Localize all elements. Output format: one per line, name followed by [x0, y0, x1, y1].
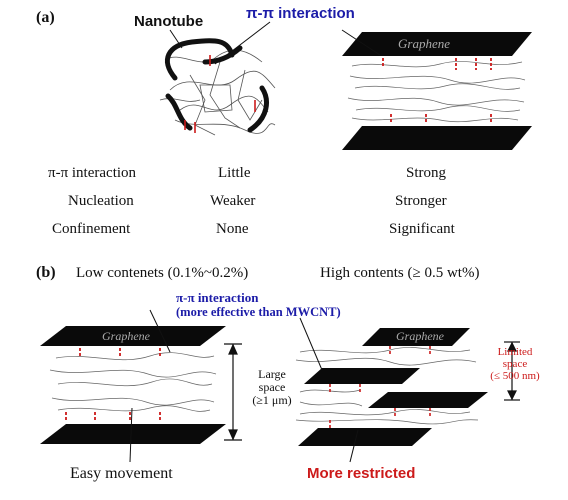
- leader-lines-a: [169, 21, 381, 65]
- limited-space-line: (≤ 500 nm): [490, 370, 540, 382]
- graphene-sheet-top-b-left: [40, 326, 226, 346]
- graphene-sheet-top-a: [342, 32, 532, 56]
- polymer-chains-a: [347, 61, 526, 123]
- large-space-line: Large: [258, 367, 286, 381]
- large-space-arrow: [224, 343, 242, 441]
- pi-interaction-label-b: π-π interaction: [176, 290, 259, 305]
- graphene-label-b-left: Graphene: [102, 329, 150, 343]
- table-row-property: π-π interaction: [48, 165, 137, 181]
- pi-interaction-label-a: π-π interaction: [246, 5, 355, 22]
- graphene-label-a: Graphene: [398, 36, 450, 51]
- nanotube-network: [159, 49, 276, 136]
- limited-space-line: space: [502, 358, 528, 370]
- graphene-sheet-b-right-4: [298, 428, 432, 446]
- leader-pi-b: [149, 309, 171, 353]
- graphene-sheet-b-right-1: [362, 328, 470, 346]
- more-restricted-label: More restricted: [307, 465, 416, 482]
- high-content-heading: High contents (≥ 0.5 wt%): [320, 265, 480, 281]
- pi-markers-b-right: [329, 346, 431, 428]
- nanotube-label: Nanotube: [134, 13, 204, 30]
- table-row-low: Weaker: [210, 193, 256, 209]
- large-space-label: Large space (≥1 μm): [244, 368, 300, 407]
- low-content-heading: Low contenets (0.1%~0.2%): [76, 265, 249, 281]
- table-row-high: Strong: [406, 165, 447, 181]
- limited-space-arrow: [504, 341, 520, 401]
- pi-interaction-note: (more effective than MWCNT): [176, 305, 341, 319]
- panel-b-label: (b): [36, 264, 56, 281]
- large-space-line: (≥1 μm): [252, 393, 292, 407]
- panel-a-label: (a): [36, 9, 55, 26]
- leader-easy: [129, 407, 133, 463]
- leader-pi-b-right: [299, 317, 323, 371]
- graphene-sheet-b-right-2: [304, 368, 420, 384]
- large-space-line: space: [258, 380, 286, 394]
- graphene-sheet-bottom-a: [342, 126, 532, 150]
- table-row-high: Significant: [389, 221, 455, 237]
- nanotube-thick: [164, 38, 269, 133]
- table-row-low: Little: [218, 165, 251, 181]
- limited-space-line: Limited: [497, 346, 533, 358]
- table-row-property: Nucleation: [68, 193, 134, 209]
- pi-markers-b-left: [65, 348, 161, 422]
- table-row-low: None: [216, 221, 249, 237]
- limited-space-label: Limited space (≤ 500 nm): [482, 346, 548, 382]
- pi-markers-nanotube: [184, 55, 256, 133]
- table-row-high: Stronger: [395, 193, 447, 209]
- table-row-property: Confinement: [52, 221, 131, 237]
- graphene-label-b-right: Graphene: [396, 329, 444, 343]
- polymer-chains-b-right: [295, 347, 479, 425]
- pi-markers-a: [382, 58, 492, 124]
- graphene-sheet-bottom-b-left: [40, 424, 226, 444]
- graphene-sheet-b-right-3: [368, 392, 488, 408]
- polymer-chains-b-left: [49, 352, 217, 412]
- leader-restricted: [349, 429, 359, 463]
- easy-movement-label: Easy movement: [70, 465, 173, 482]
